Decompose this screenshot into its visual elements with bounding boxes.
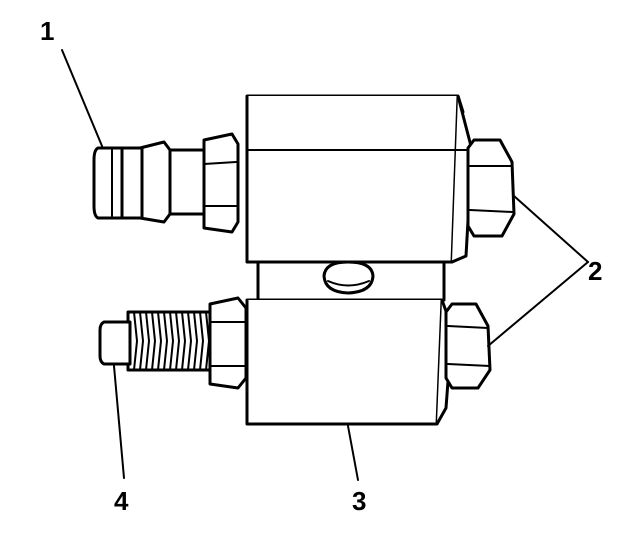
- thread-ridge: [169, 311, 175, 371]
- lower-block: [245, 298, 454, 426]
- thread-ridge: [163, 311, 169, 371]
- thread-ridge: [145, 311, 151, 371]
- thread-ridge: [139, 311, 145, 371]
- upper-hex-nut: [466, 138, 516, 238]
- thread-ridge: [175, 311, 181, 371]
- callout-2: 2: [588, 256, 602, 286]
- callout-4: 4: [114, 486, 129, 516]
- thread-ridge: [205, 311, 211, 371]
- leader-lines: [61, 49, 589, 481]
- upper-block: [245, 94, 474, 264]
- thread-ridge: [151, 311, 157, 371]
- threaded-fitting: [98, 296, 248, 390]
- thread-ridge: [157, 311, 163, 371]
- thread-lines: [133, 311, 211, 371]
- lower-hex-nut: [444, 302, 492, 390]
- thread-ridge: [187, 311, 193, 371]
- thread-ridge: [193, 311, 199, 371]
- thread-ridge: [199, 311, 205, 371]
- callout-1: 1: [40, 16, 54, 46]
- center-boss: [256, 260, 446, 302]
- quick-connect-fitting: [92, 132, 240, 234]
- callout-3: 3: [352, 486, 366, 516]
- thread-ridge: [133, 311, 139, 371]
- thread-ridge: [181, 311, 187, 371]
